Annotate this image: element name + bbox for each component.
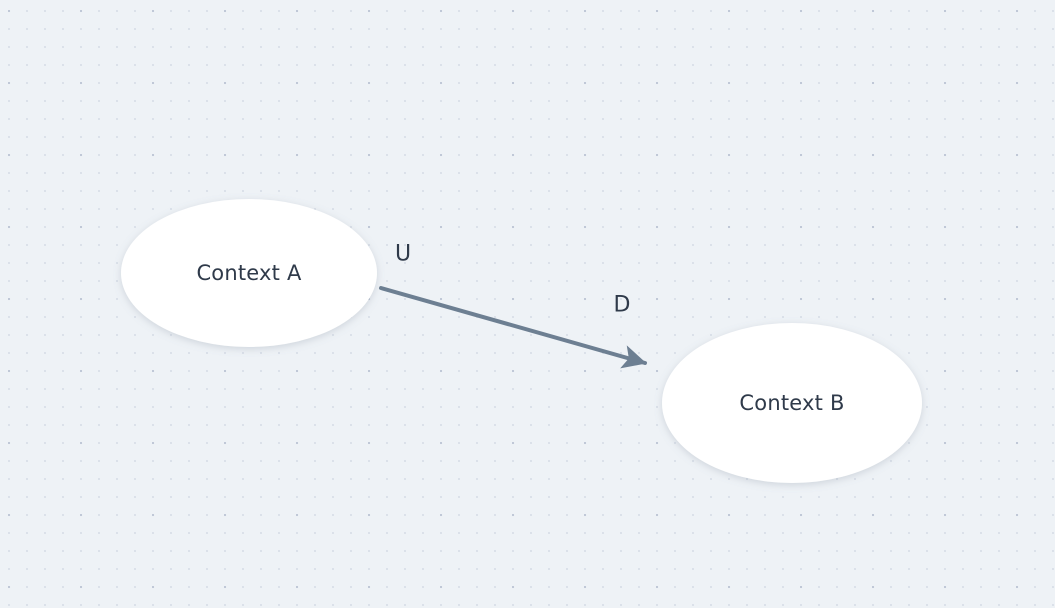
node-context-b-shape[interactable] [662,323,922,483]
node-context-a-label: Context A [196,261,302,285]
node-context-b[interactable]: Context B [662,323,922,483]
edge-line[interactable] [379,286,647,369]
node-context-b-label: Context B [739,391,844,415]
edge-downstream-label: D [614,293,631,318]
node-context-a-shape[interactable] [121,199,377,347]
edge-context-a-to-context-b[interactable]: U D [379,242,647,369]
edge-upstream-label: U [395,242,411,267]
node-context-a[interactable]: Context A [121,199,377,347]
